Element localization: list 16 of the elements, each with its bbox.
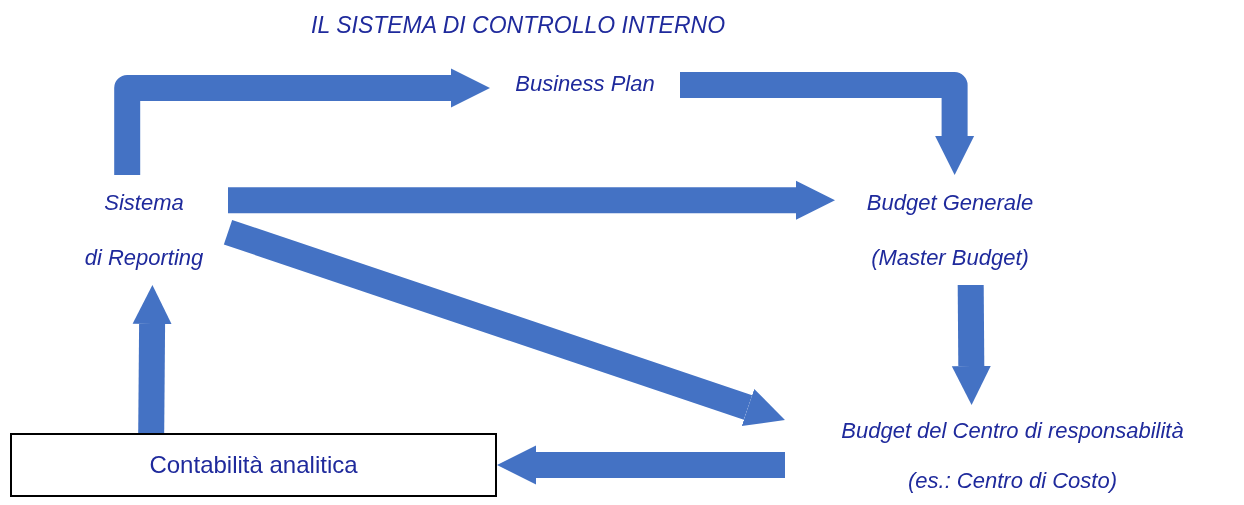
node-label: Sistema: [104, 189, 184, 217]
block-arrow: [228, 180, 835, 220]
block-arrow: [951, 284, 991, 405]
node-label: di Reporting: [84, 244, 204, 272]
node-label: Budget del Centro di responsabilità: [841, 416, 1184, 445]
block-arrow: [132, 285, 172, 434]
block-arrow: [223, 219, 785, 426]
node-label: Contabilità analitica: [149, 450, 358, 480]
block-arrow: [680, 72, 975, 175]
node-label: Budget Generale: [866, 189, 1034, 217]
diagram-title: IL SISTEMA DI CONTROLLO INTERNO: [311, 11, 726, 40]
node-label: (Master Budget): [871, 244, 1029, 272]
node-label: Business Plan: [515, 69, 655, 98]
block-arrow: [497, 445, 785, 485]
process-box: [10, 433, 497, 497]
node-label: (es.: Centro di Costo): [907, 466, 1118, 495]
